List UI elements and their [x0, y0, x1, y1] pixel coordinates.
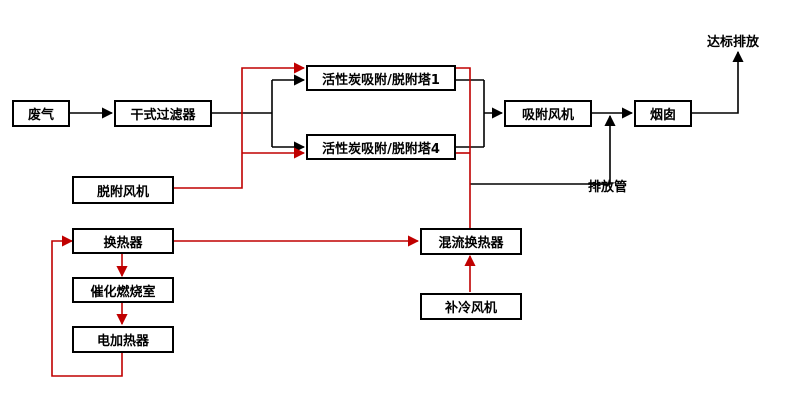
node-tower-4: 活性炭吸附/脱附塔4: [306, 134, 456, 160]
node-adsorption-fan: 吸附风机: [504, 100, 592, 127]
label-exhaust-pipe: 排放管: [588, 180, 628, 195]
line-chimney-to-discharge: [692, 50, 744, 114]
label-discharge-standard: 达标排放: [707, 35, 760, 50]
node-mixing-exchanger: 混流换热器: [420, 228, 522, 255]
node-desorption-fan: 脱附风机: [72, 176, 174, 204]
line-desorption-fan-up: [174, 62, 306, 189]
node-tower-1: 活性炭吸附/脱附塔1: [306, 65, 456, 91]
node-electric-heater: 电加热器: [72, 326, 174, 353]
line-tower-1-return: [456, 67, 471, 228]
node-catalytic-chamber: 催化燃烧室: [72, 277, 174, 303]
node-chimney: 烟囱: [634, 100, 692, 127]
node-heat-exchanger: 换热器: [72, 228, 174, 254]
line-heater-loop-back: [51, 235, 123, 377]
node-waste-gas: 废气: [12, 100, 70, 127]
node-cooling-fan: 补冷风机: [420, 293, 522, 320]
node-dry-filter: 干式过滤器: [114, 100, 212, 127]
